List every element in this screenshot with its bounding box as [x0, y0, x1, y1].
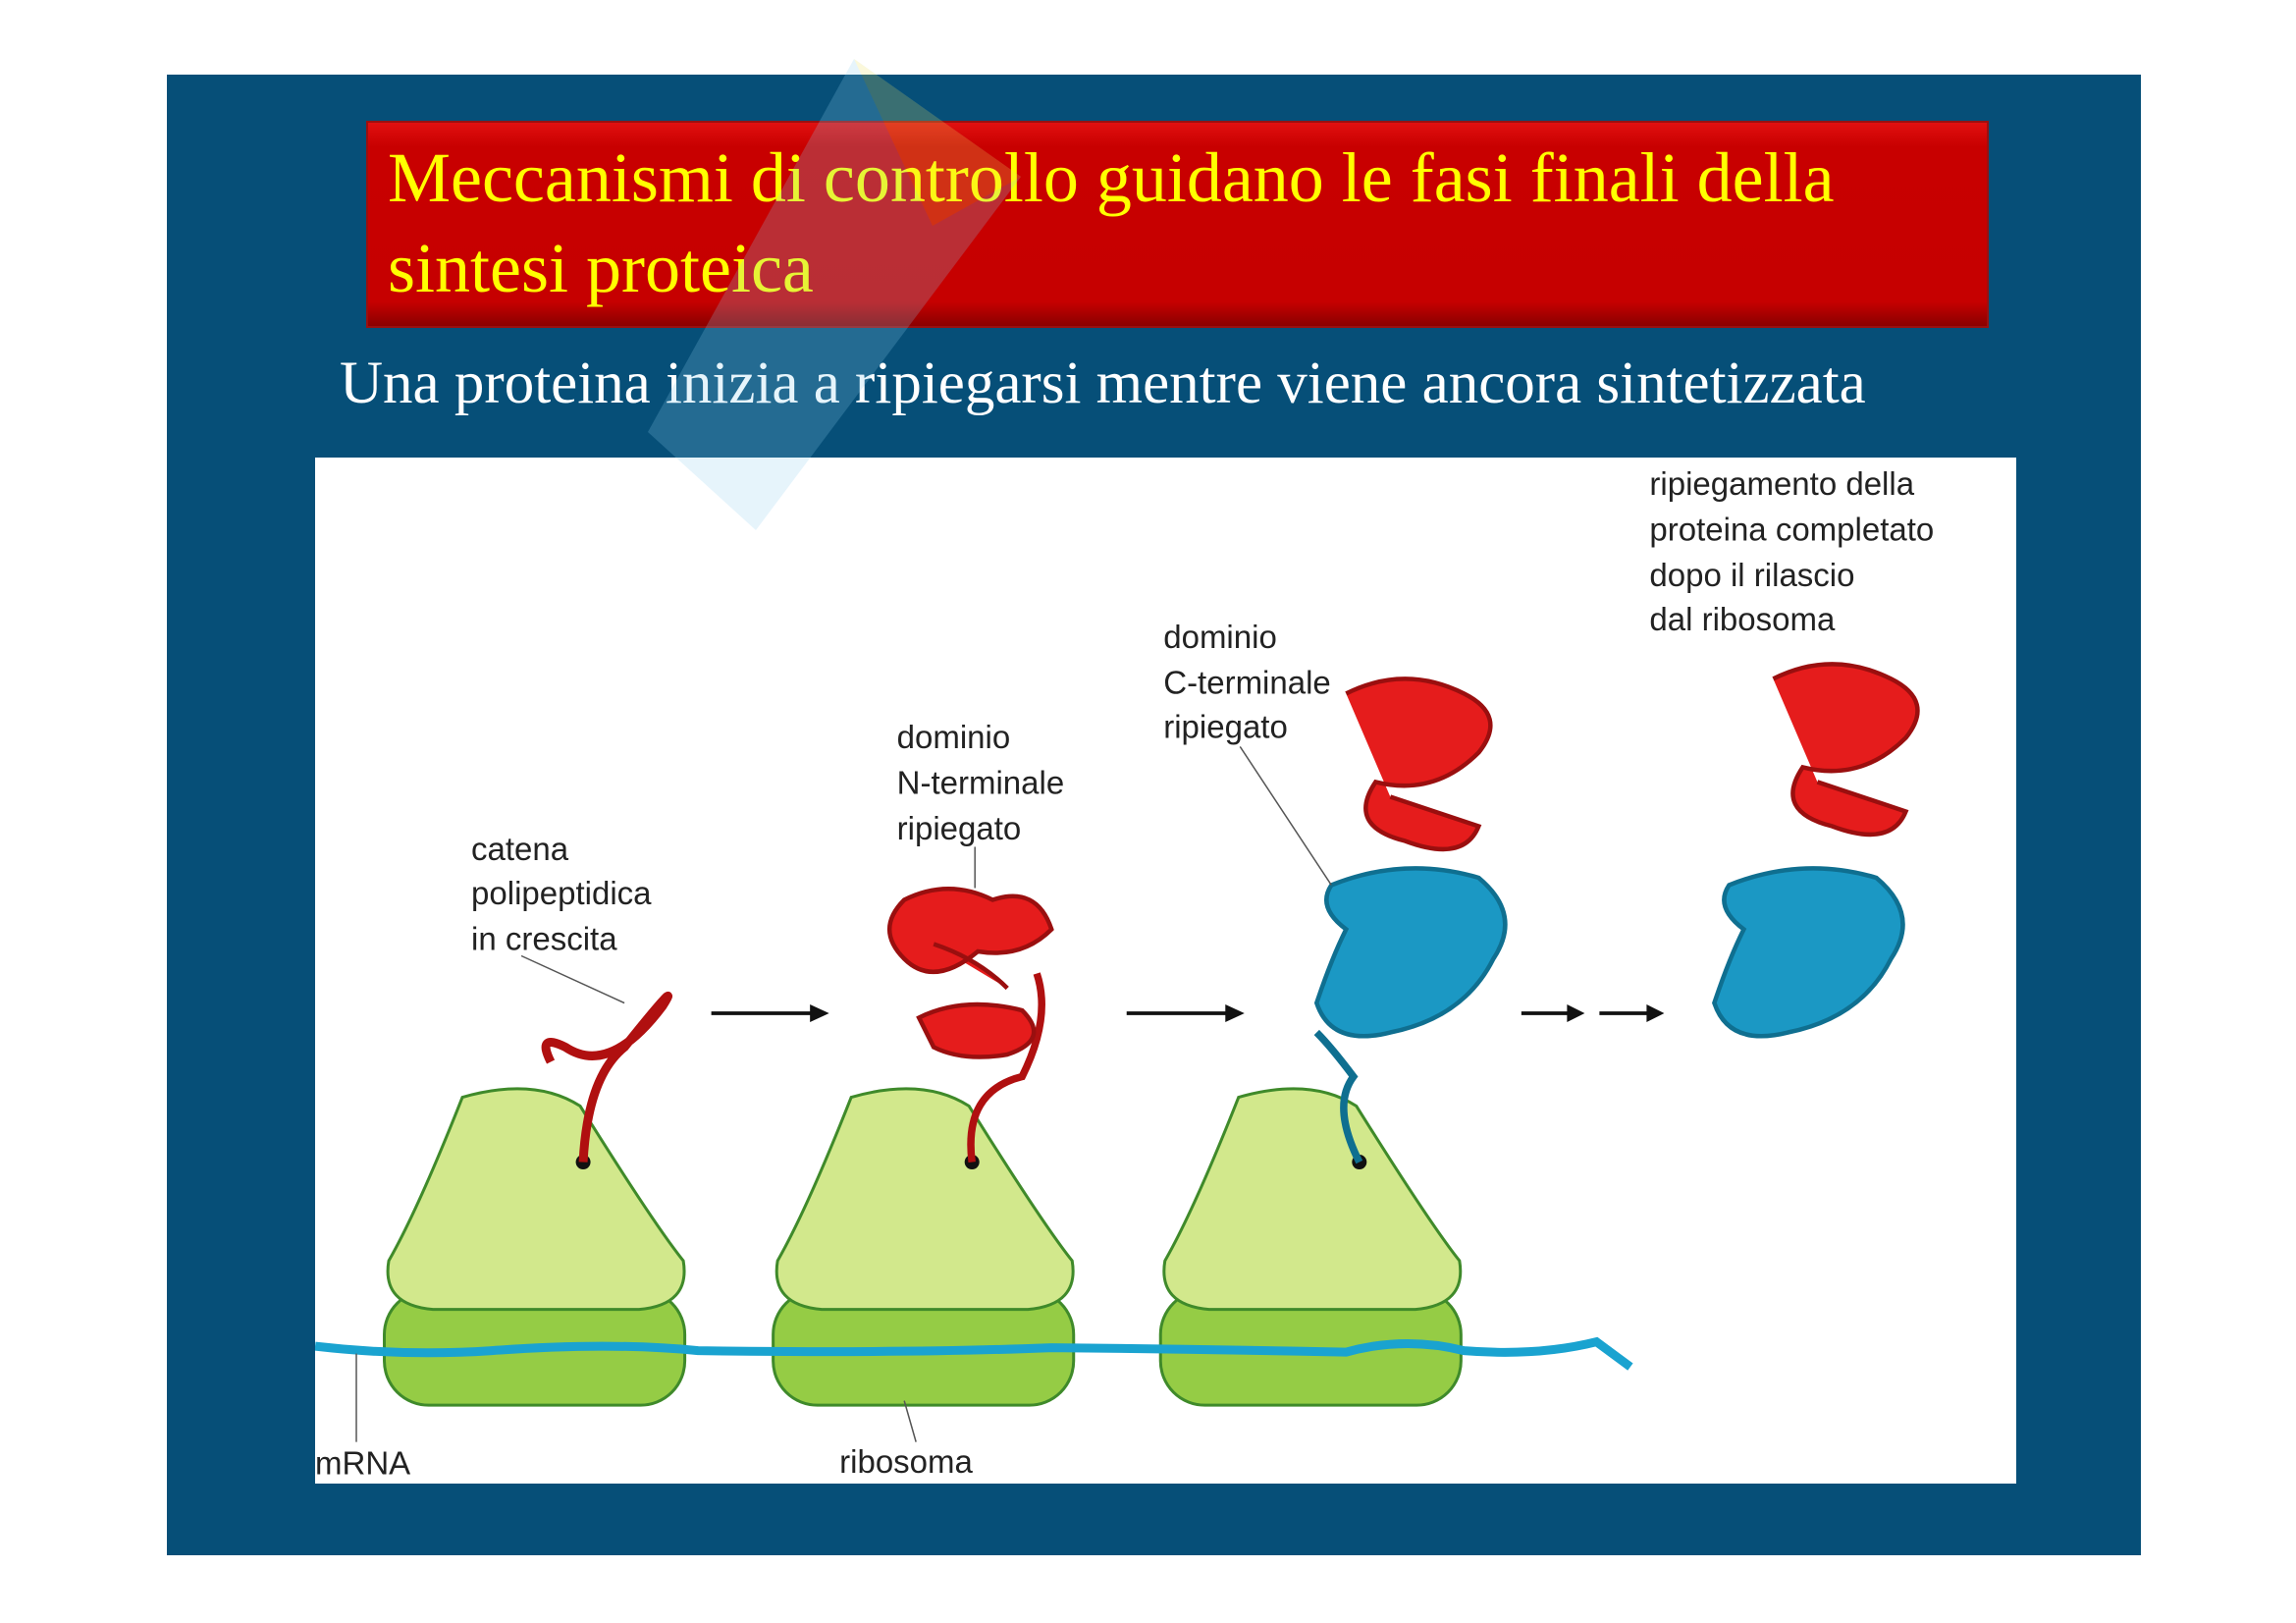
completed-protein [1712, 662, 1920, 1039]
growing-chain-label-3: in crescita [471, 920, 617, 956]
ribosome-2 [772, 1087, 1076, 1407]
ribosome-3 [1158, 1087, 1463, 1407]
growing-chain-label-1: catena [471, 831, 569, 867]
arrow-2 [1126, 1004, 1245, 1023]
completed-label-4: dal ribosoma [1649, 601, 1836, 637]
mrna-strand [315, 1336, 1633, 1371]
n-domain-label-2: N-terminale [897, 764, 1065, 800]
figure-svg: catena polipeptidica in crescita dominio… [315, 465, 1934, 1482]
growing-chain-label-2: polipeptidica [471, 875, 652, 911]
arrow-1 [711, 1004, 829, 1023]
mrna-label: mRNA [315, 1445, 410, 1482]
completed-label-1: ripiegamento della [1649, 465, 1914, 502]
c-domain-label-2: C-terminale [1163, 664, 1331, 700]
ribosome-label: ribosoma [839, 1443, 973, 1480]
ribosome-1 [383, 1087, 687, 1407]
n-domain-label-1: dominio [897, 719, 1011, 755]
n-domain-label-3: ripiegato [897, 810, 1022, 846]
title-box: Meccanismi di controllo guidano le fasi … [368, 123, 1987, 326]
subtitle: Una proteina inizia a ripiegarsi mentre … [340, 351, 1866, 416]
completed-label-3: dopo il rilascio [1649, 557, 1854, 593]
n-terminal-domain-2 [887, 886, 1054, 1163]
c-domain-label-3: ripiegato [1163, 708, 1288, 744]
title-line-1: Meccanismi di controllo guidano le fasi … [388, 138, 1835, 217]
growing-polypeptide-chain [541, 992, 673, 1163]
arrow-dashed [1521, 1004, 1665, 1023]
c-domain-label-1: dominio [1163, 619, 1277, 655]
completed-label-2: proteina completato [1649, 511, 1934, 547]
protein-folding-figure: catena polipeptidica in crescita dominio… [315, 458, 2016, 1484]
folded-protein-3 [1313, 676, 1508, 1164]
title-line-2: sintesi proteica [388, 229, 814, 307]
